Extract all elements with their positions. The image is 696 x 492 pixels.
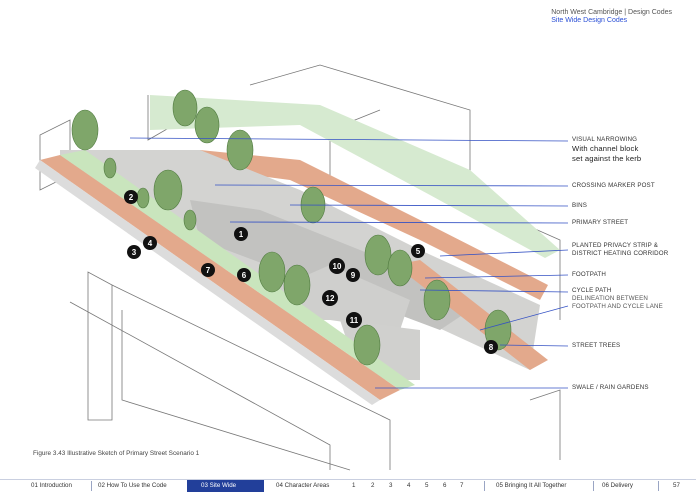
label-footpath-cycle-lane: FOOTPATH AND CYCLE LANE	[572, 303, 663, 310]
building-outline	[121, 310, 351, 471]
near-cycle-path	[40, 155, 400, 400]
nav-site-wide-active[interactable]: 03 Site Wide	[187, 480, 264, 492]
building-outline	[249, 64, 471, 200]
label-bins: BINS	[572, 202, 588, 209]
nav-delivery[interactable]: 06 Delivery	[602, 482, 633, 489]
nav-introduction[interactable]: 01 Introduction	[31, 482, 72, 489]
building-outline	[529, 389, 561, 460]
svg-text:4: 4	[148, 239, 153, 248]
nav-how-to-use[interactable]: 02 How To Use the Code	[98, 482, 167, 489]
svg-text:12: 12	[326, 294, 335, 303]
svg-text:5: 5	[416, 247, 421, 256]
nav-separator	[91, 481, 92, 491]
label-kerb: set against the kerb	[572, 154, 642, 163]
nav-area-3[interactable]: 3	[389, 482, 393, 489]
marker-9: 9	[346, 268, 360, 282]
marker-5: 5	[411, 244, 425, 258]
nav-area-2[interactable]: 2	[371, 482, 375, 489]
street-sketch-illustration: 1 2 3 4 5 6 7 8 9 10 11 12	[35, 64, 569, 471]
svg-text:1: 1	[239, 230, 244, 239]
label-street-trees: STREET TREES	[572, 342, 621, 349]
marker-2: 2	[124, 190, 138, 204]
marker-6: 6	[237, 268, 251, 282]
marker-11: 11	[346, 312, 362, 328]
svg-text:8: 8	[489, 343, 494, 352]
label-channel-block: With channel block	[572, 144, 639, 153]
page-header: North West Cambridge | Design Codes Site…	[551, 9, 672, 25]
svg-text:11: 11	[350, 316, 359, 325]
label-delineation: DELINEATION BETWEEN	[572, 295, 648, 302]
label-planted-privacy-strip: PLANTED PRIVACY STRIP &	[572, 242, 658, 249]
marker-10: 10	[329, 258, 345, 274]
building-outline	[111, 284, 391, 470]
near-green-strip	[60, 150, 415, 390]
near-footpath	[35, 160, 380, 405]
svg-text:9: 9	[351, 271, 356, 280]
page-number: 57	[673, 482, 680, 489]
label-visual-narrowing: VISUAL NARROWING	[572, 136, 638, 143]
document-title: North West Cambridge | Design Codes	[551, 9, 672, 16]
marker-1: 1	[234, 227, 248, 241]
footer-nav: 01 Introduction 02 How To Use the Code 0…	[0, 480, 696, 492]
svg-text:3: 3	[132, 248, 137, 257]
building-outline	[87, 271, 113, 421]
label-cycle-path: CYCLE PATH	[572, 287, 612, 294]
leader-lines	[129, 137, 569, 389]
marker-4: 4	[143, 236, 157, 250]
marker-7: 7	[201, 263, 215, 277]
label-primary-street: PRIMARY STREET	[572, 219, 629, 226]
nav-area-6[interactable]: 6	[443, 482, 447, 489]
marker-3: 3	[127, 245, 141, 259]
label-footpath: FOOTPATH	[572, 271, 606, 278]
label-district-heating: DISTRICT HEATING CORRIDOR	[572, 250, 669, 257]
nav-area-5[interactable]: 5	[425, 482, 429, 489]
svg-text:10: 10	[333, 262, 342, 271]
nav-area-7[interactable]: 7	[460, 482, 464, 489]
svg-text:7: 7	[206, 266, 211, 275]
nav-separator	[593, 481, 594, 491]
nav-separator	[484, 481, 485, 491]
building-outline	[69, 301, 331, 470]
nav-area-4[interactable]: 4	[407, 482, 411, 489]
nav-separator	[658, 481, 659, 491]
svg-text:2: 2	[129, 193, 134, 202]
label-crossing-marker-post: CROSSING MARKER POST	[572, 182, 655, 189]
marker-12: 12	[322, 290, 338, 306]
svg-text:6: 6	[242, 271, 247, 280]
nav-bringing-it-together[interactable]: 05 Bringing It All Together	[496, 482, 567, 489]
figure-caption: Figure 3.43 Illustrative Sketch of Prima…	[33, 450, 200, 457]
nav-character-areas[interactable]: 04 Character Areas	[276, 482, 330, 489]
nav-area-1[interactable]: 1	[352, 482, 356, 489]
footer-divider	[0, 479, 696, 480]
section-title: Site Wide Design Codes	[551, 17, 628, 24]
marker-8: 8	[484, 340, 498, 354]
label-swale-rain-gardens: SWALE / RAIN GARDENS	[572, 384, 649, 391]
